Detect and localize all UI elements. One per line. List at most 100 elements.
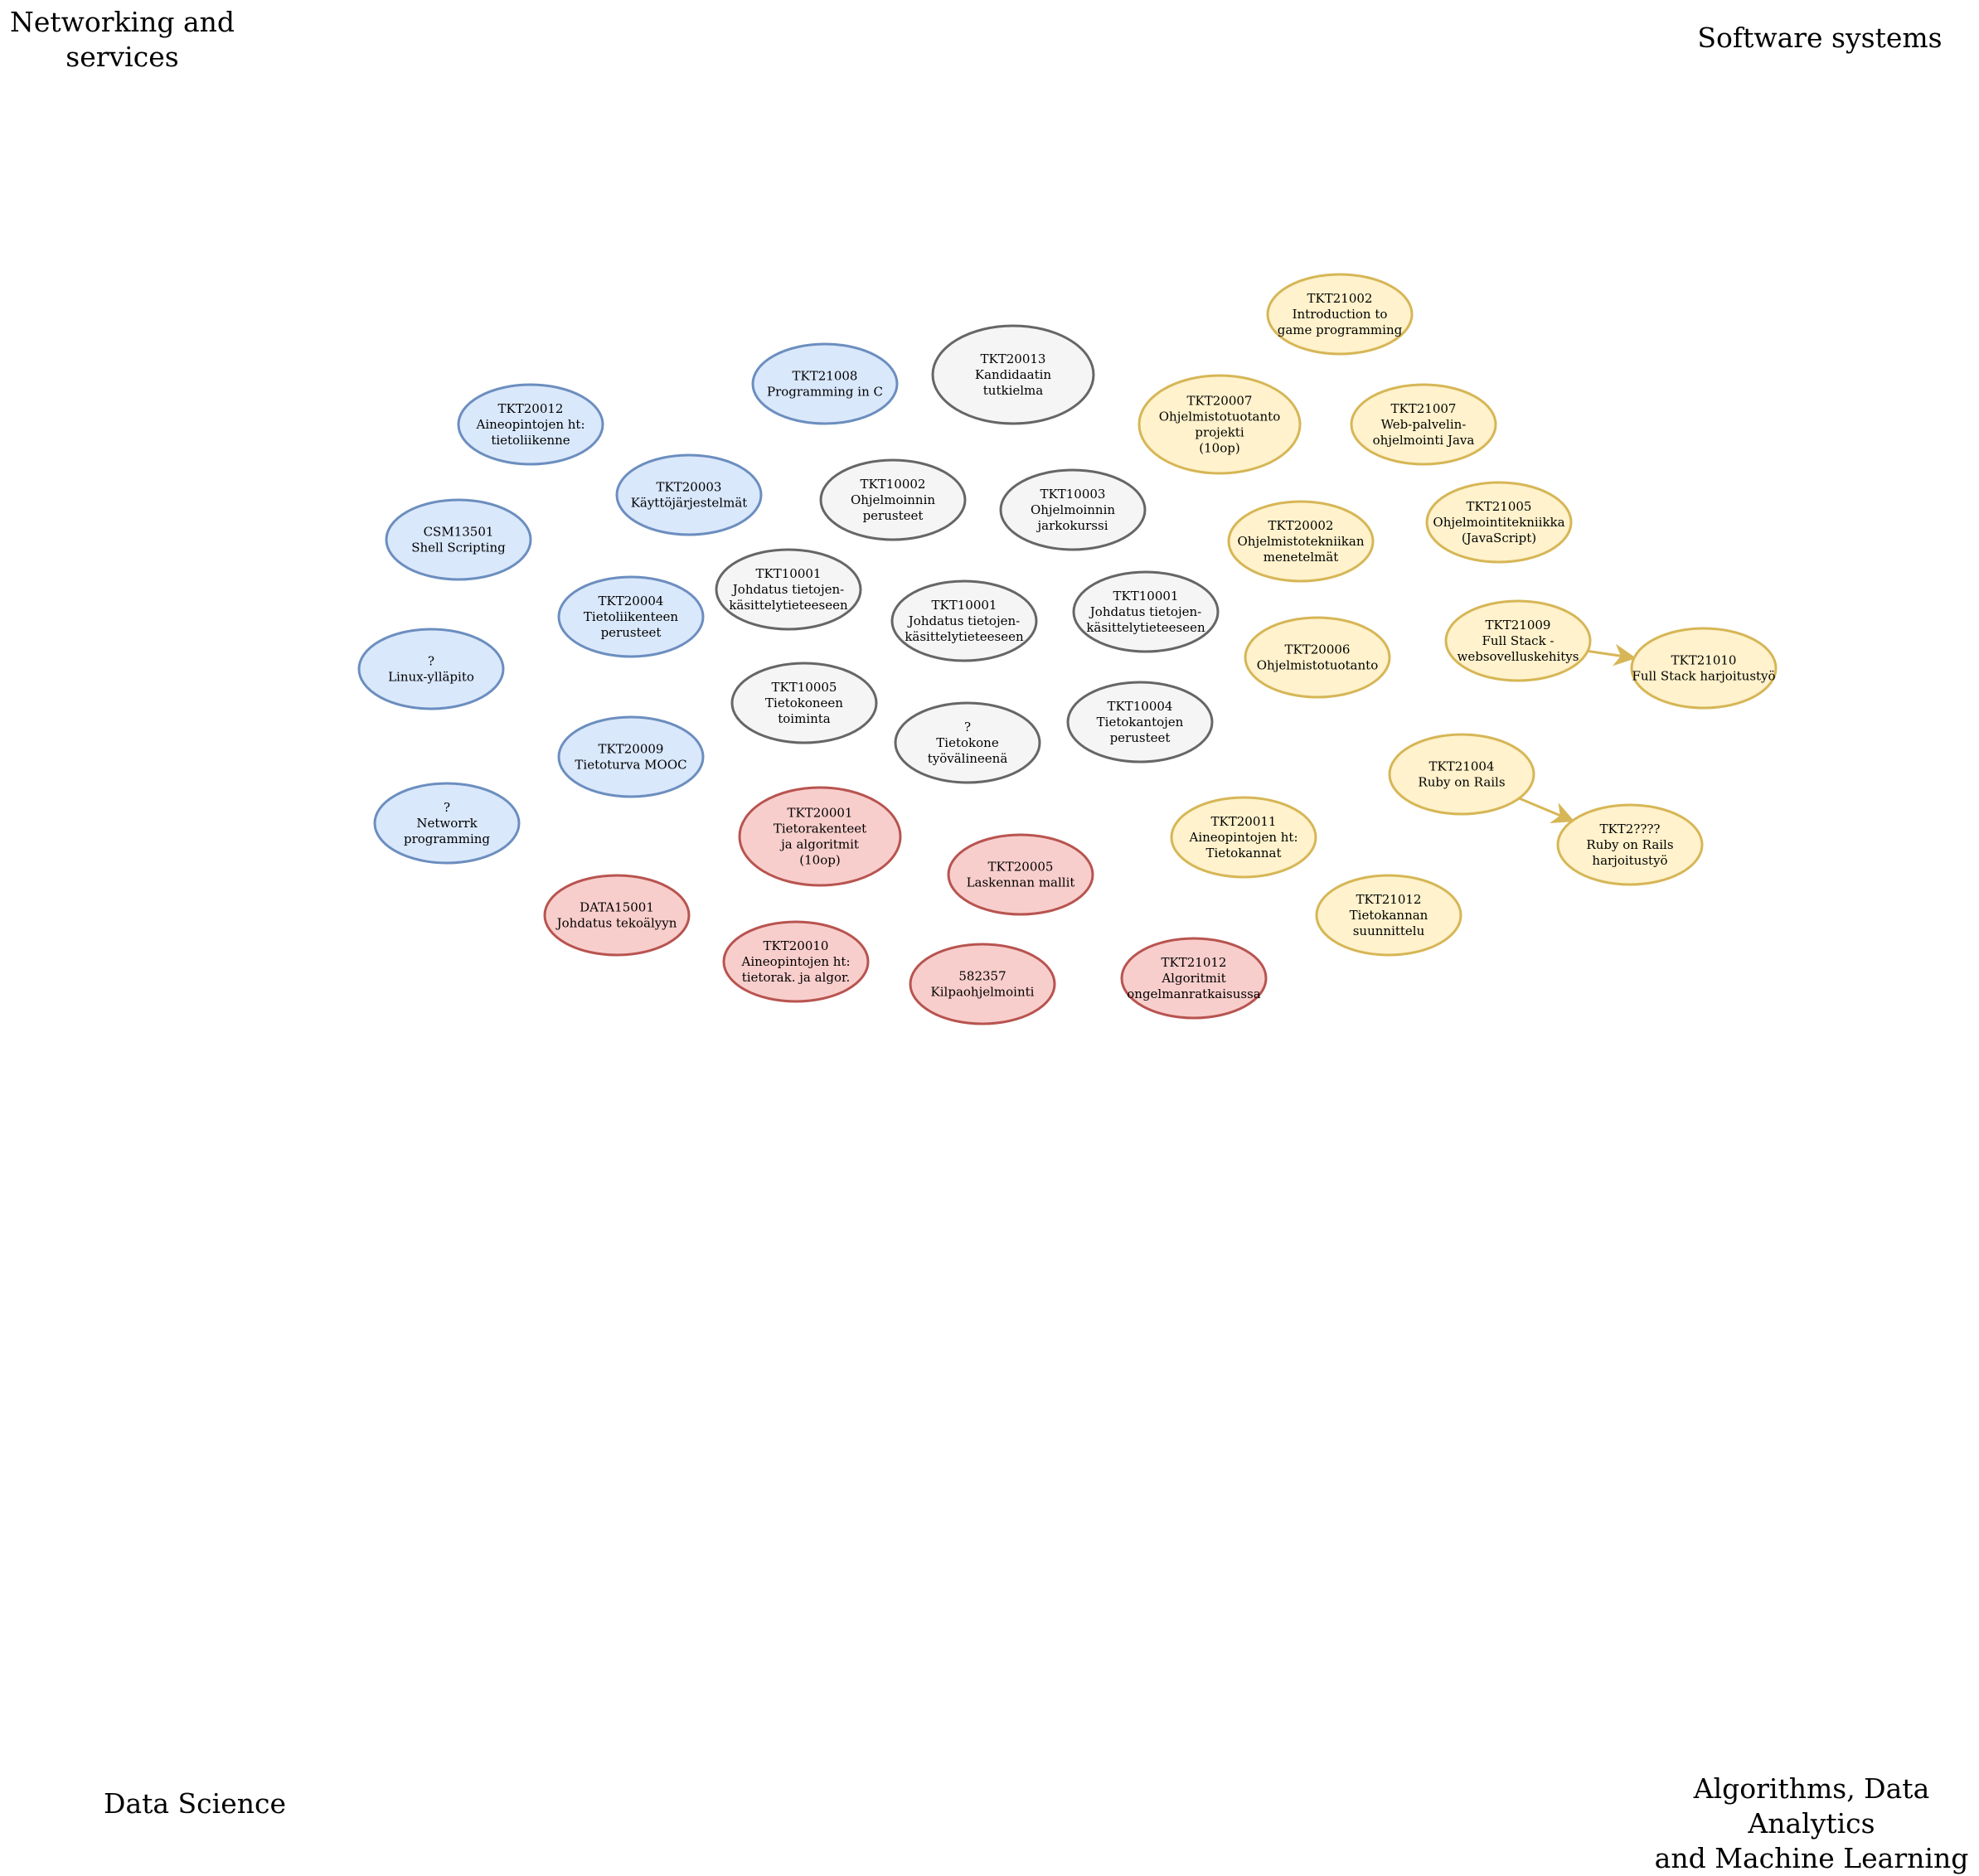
course-node-shape bbox=[1066, 681, 1214, 763]
course-title-line: käsittelytieteeseen bbox=[1086, 620, 1205, 635]
course-title-line: Tietoliikenteen bbox=[584, 609, 679, 624]
course-title-line: Ruby on Rails bbox=[1418, 775, 1505, 790]
course-code: TKT21004 bbox=[1429, 759, 1495, 774]
course-code: DATA15001 bbox=[580, 900, 654, 915]
course-node-linux[interactable]: ?Linux-ylläpito bbox=[357, 628, 505, 710]
course-code: ? bbox=[444, 800, 450, 815]
course-code: TKT21012 bbox=[1162, 955, 1227, 970]
course-title-line: Ohjelmoinnin bbox=[851, 492, 935, 507]
course-title-line: Linux-ylläpito bbox=[388, 670, 474, 685]
course-node-shape bbox=[1444, 599, 1592, 682]
course-code: TKT21002 bbox=[1307, 291, 1373, 306]
course-title-line: Tietokantojen bbox=[1097, 715, 1184, 730]
course-title-line: Kandidaatin bbox=[975, 367, 1052, 382]
course-node-shape bbox=[947, 833, 1094, 916]
course-code: TKT21008 bbox=[793, 369, 858, 384]
course-code: TKT20009 bbox=[599, 742, 664, 757]
course-code: TKT20012 bbox=[498, 401, 564, 416]
course-node-shape bbox=[615, 453, 763, 536]
course-node-shape bbox=[1072, 570, 1220, 653]
course-title-line: websovelluskehitys bbox=[1458, 649, 1579, 664]
course-node-shape bbox=[894, 701, 1041, 784]
course-code: TKT20013 bbox=[981, 351, 1046, 366]
course-node-shape bbox=[1137, 374, 1302, 475]
course-node-shape bbox=[1630, 627, 1778, 710]
course-title-line: Aineopintojen ht: bbox=[740, 954, 850, 969]
course-code: ? bbox=[428, 654, 434, 669]
course-node-shape bbox=[1244, 616, 1391, 699]
course-node-shape bbox=[909, 943, 1056, 1025]
course-node-shape bbox=[722, 920, 870, 1003]
course-code: TKT10001 bbox=[1113, 589, 1179, 604]
course-code: TKT20006 bbox=[1285, 642, 1351, 657]
course-code: TKT20010 bbox=[764, 938, 829, 953]
course-title-line: Tietoturva MOOC bbox=[575, 758, 686, 773]
course-title-line: Ohjelmointitekniikka bbox=[1433, 515, 1564, 530]
course-code: TKT21009 bbox=[1486, 618, 1551, 633]
course-title-line: Tietokannat bbox=[1205, 846, 1281, 860]
course-title-line: perusteet bbox=[1110, 730, 1171, 745]
course-title-line: Johdatus tietojen- bbox=[907, 613, 1020, 628]
course-node-shape bbox=[931, 324, 1095, 425]
course-title-line: programming bbox=[404, 831, 490, 846]
course-title-line: ohjelmointi Java bbox=[1373, 433, 1475, 448]
course-node-shape bbox=[1350, 383, 1497, 466]
course-code: TKT20005 bbox=[988, 860, 1054, 875]
arrow-tkt21004-to-tkt2xxxx bbox=[1518, 797, 1575, 824]
course-code: 582357 bbox=[958, 969, 1006, 984]
course-title-line: Tietokannan bbox=[1350, 908, 1428, 923]
course-title-line: tietoliikenne bbox=[491, 433, 570, 448]
course-code: TKT10005 bbox=[772, 680, 837, 695]
course-title-line: Kilpaohjelmointi bbox=[931, 985, 1035, 1000]
course-node-shape bbox=[819, 458, 967, 541]
course-node-shape bbox=[385, 498, 532, 581]
arrow-tkt21009-to-tkt21010 bbox=[1587, 643, 1637, 667]
course-title-line: Full Stack harjoitustyö bbox=[1632, 669, 1775, 684]
course-code: TKT10002 bbox=[861, 477, 926, 492]
course-node-shape bbox=[751, 342, 899, 425]
course-title-line: Laskennan mallit bbox=[967, 875, 1075, 890]
course-title-line: Ohjelmistotuotanto bbox=[1159, 410, 1280, 424]
course-title-line: Ohjelmistotekniikan bbox=[1237, 534, 1364, 549]
course-title-line: ongelmanratkaisussa bbox=[1127, 986, 1261, 1001]
course-title-line: Johdatus tietojen- bbox=[1089, 604, 1201, 619]
course-title-line: Shell Scripting bbox=[411, 541, 506, 555]
course-title-line: käsittelytieteeseen bbox=[905, 629, 1024, 644]
course-node-shape bbox=[1556, 803, 1704, 886]
course-title-line: toiminta bbox=[778, 711, 831, 726]
